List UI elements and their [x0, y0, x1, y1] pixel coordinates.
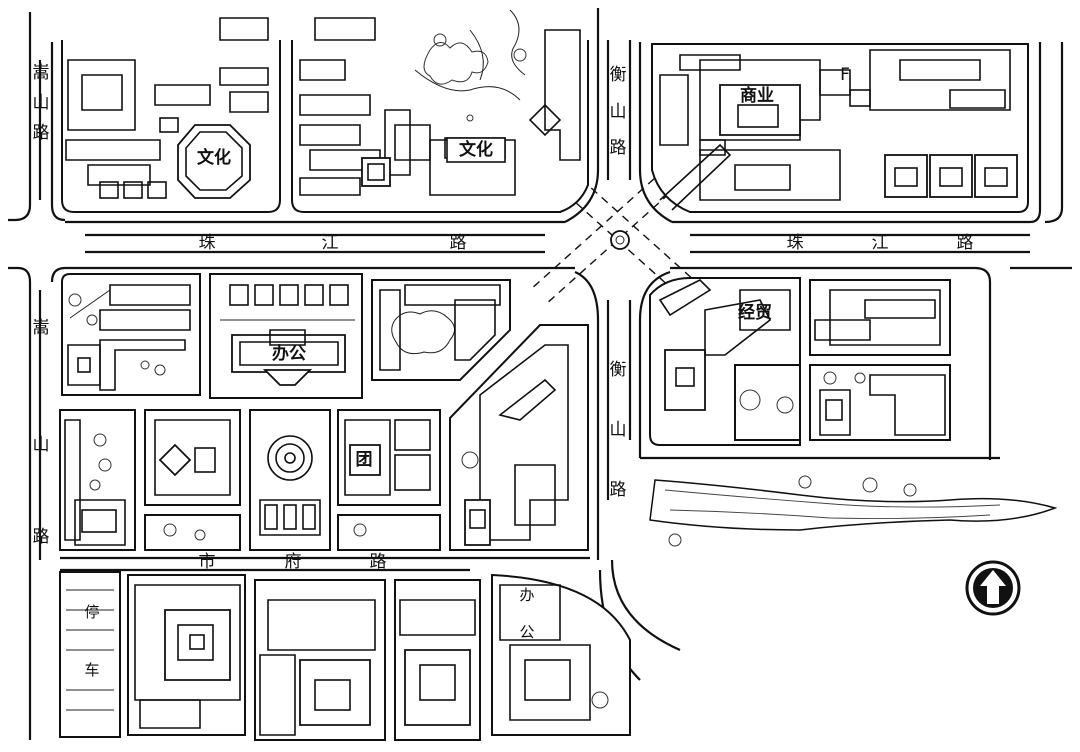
road-label-hengshan-bottom-1: 衡	[610, 360, 627, 380]
road-label-songshan-mid: 嵩	[33, 318, 50, 338]
svg-text:F: F	[840, 65, 850, 85]
parking-label-2: 车	[84, 661, 99, 679]
road-label-zhujiang-right-3: 路	[957, 233, 974, 253]
block-lake-garden	[371, 279, 511, 381]
building-label-culture-left: 文化	[197, 147, 231, 168]
building-label-trade: 经贸	[738, 302, 772, 323]
road-label-zhujiang-left-3: 路	[450, 233, 467, 253]
block-bottom	[59, 571, 631, 741]
road-label-hengshan-top-1: 衡	[610, 65, 627, 85]
building-label-office-bottom-1: 办	[519, 586, 534, 604]
road-label-zhujiang-right-2: 江	[872, 233, 889, 253]
block-top-middle	[291, 9, 589, 213]
block-top-left	[61, 17, 281, 213]
road-label-hengshan-top-2: 山	[610, 102, 627, 122]
block-central-plaza	[249, 409, 441, 551]
culture-right-sign	[446, 137, 506, 163]
block-diagonal	[449, 324, 589, 551]
block-mid-right	[649, 277, 951, 446]
parking-label-1: 停	[84, 603, 99, 621]
block-top-right: F	[651, 43, 1029, 213]
river	[649, 475, 1058, 547]
road-label-shifu-3: 路	[370, 552, 387, 572]
building-label-office-bottom-2: 公	[519, 623, 534, 641]
block-mid-left	[61, 273, 201, 396]
building-label-commerce: 商业	[740, 85, 774, 106]
road-label-zhujiang-left-1: 珠	[199, 233, 216, 253]
road-label-hengshan-bottom-3: 路	[610, 480, 627, 500]
block-lower-left	[59, 409, 241, 551]
north-arrow-icon	[965, 560, 1021, 616]
road-label-songshan-bottom-1: 山	[33, 435, 50, 455]
building-label-office-center: 办公	[272, 343, 306, 364]
road-label-zhujiang-right-1: 珠	[787, 233, 804, 253]
road-label-songshan-top-2: 山	[33, 93, 50, 113]
building-label-group: 团	[356, 450, 373, 470]
road-label-songshan-top-3: 路	[33, 123, 50, 143]
road-label-hengshan-bottom-2: 山	[610, 420, 627, 440]
block-central-office	[209, 273, 363, 399]
road-label-zhujiang-left-2: 江	[322, 233, 339, 253]
road-label-songshan-bottom-2: 路	[33, 527, 50, 547]
road-label-songshan-top-1: 嵩	[33, 63, 50, 83]
building-label-culture-right: 文化	[459, 139, 493, 160]
road-label-shifu-1: 市	[199, 552, 216, 572]
road-label-shifu-2: 府	[285, 552, 302, 572]
road-label-hengshan-top-3: 路	[610, 138, 627, 158]
